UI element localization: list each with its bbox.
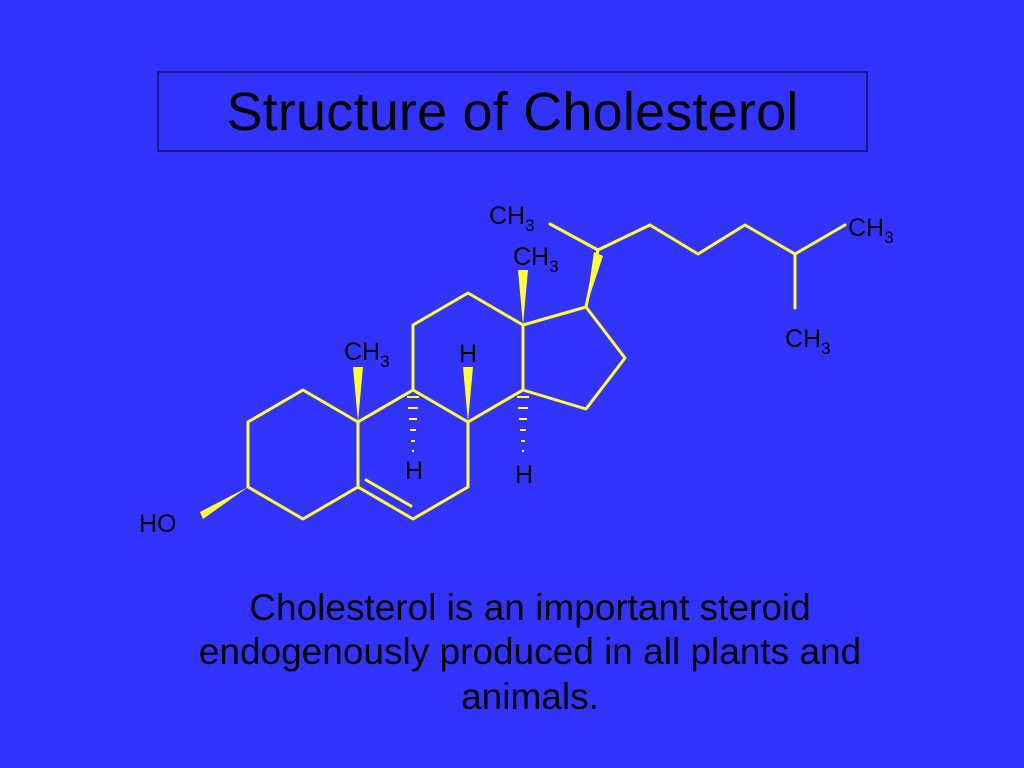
label-ho: HO (139, 510, 177, 538)
label-h-c8: H (459, 340, 477, 368)
label-ch3-c18: CH3 (513, 243, 559, 276)
caption-line-2: endogenously produced in all plants and (198, 631, 862, 673)
wedge-bonds (200, 252, 603, 519)
ring-a (246, 388, 360, 521)
slide-title: Structure of Cholesterol (226, 81, 799, 142)
wedge-c13-methyl (518, 270, 528, 325)
caption: Cholesterol is an important steroid endo… (110, 586, 950, 719)
label-ch3-c26: CH3 (848, 214, 894, 247)
caption-line-1: Cholesterol is an important steroid (249, 587, 811, 628)
caption-line-3: animals. (461, 675, 599, 717)
title-box: Structure of Cholesterol (157, 71, 868, 152)
wedge-c20 (586, 252, 603, 307)
label-ch3-c21: CH3 (489, 202, 535, 235)
label-ch3-c10: CH3 (344, 338, 390, 371)
ring-c (411, 291, 525, 424)
hash-bonds (407, 396, 529, 452)
ring-b (356, 388, 470, 521)
label-h-c14: H (515, 461, 533, 489)
wedge-c8-h (463, 367, 473, 422)
double-bond (364, 478, 413, 508)
wedge-c10-methyl (353, 367, 363, 422)
wedge-ho (200, 487, 248, 519)
ring-d (521, 305, 627, 411)
side-chain (584, 223, 847, 309)
label-ch3-c27: CH3 (785, 325, 831, 358)
label-h-c9: H (405, 457, 423, 485)
side-chain-methyl (548, 222, 600, 252)
